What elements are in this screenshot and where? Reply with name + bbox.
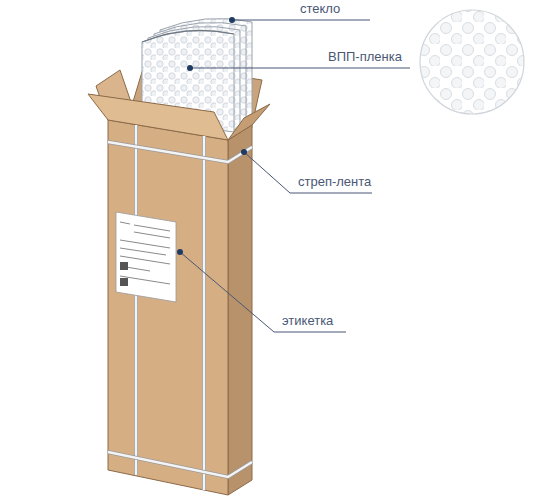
callout-label: ВПП-пленка xyxy=(328,49,402,64)
callout-label: стреп-лента xyxy=(298,174,371,189)
callout-label: стекло xyxy=(300,1,340,16)
callout-label: этикетка xyxy=(282,313,333,328)
